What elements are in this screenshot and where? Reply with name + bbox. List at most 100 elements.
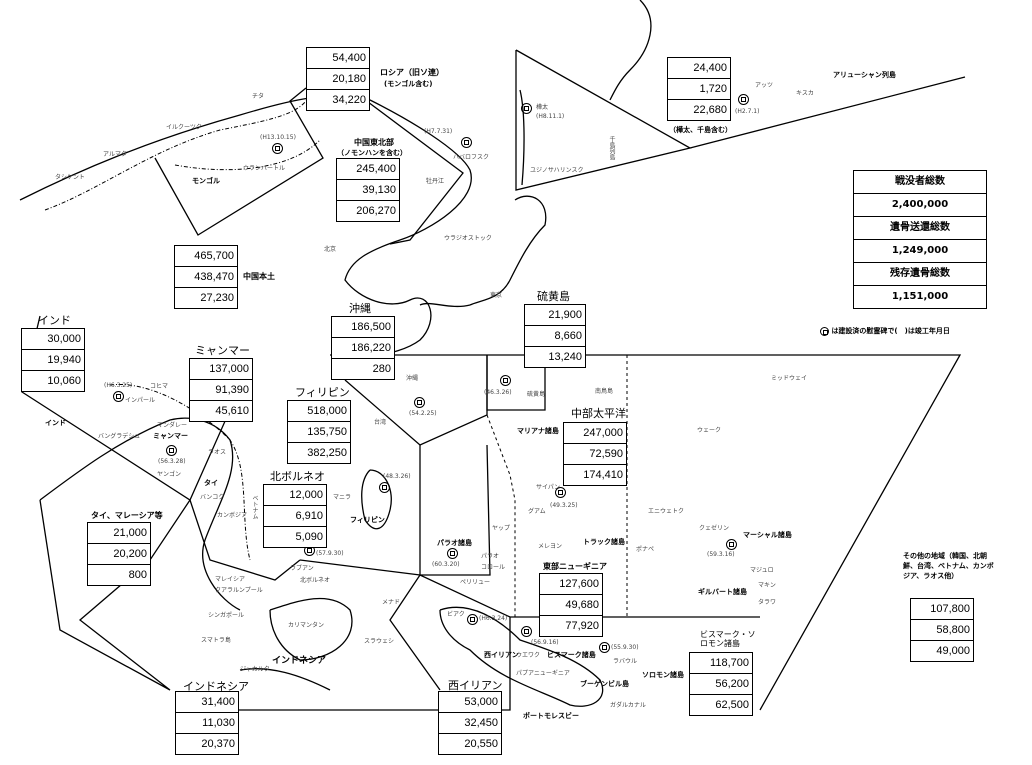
place-label: クェゼリン — [699, 525, 729, 532]
remaining-count: 27,230 — [200, 292, 234, 304]
remaining-count: 49,000 — [936, 645, 970, 657]
coast-asia — [19, 95, 472, 361]
region-title-thai-malaysia: タイ、マレーシア等 — [91, 511, 163, 520]
dead-count: 127,600 — [540, 574, 602, 595]
memorial-icon — [414, 397, 425, 408]
returned-count: 56,200 — [690, 674, 752, 695]
place-label: ブーゲンビル島 — [580, 680, 629, 688]
place-label: サイパン — [536, 484, 561, 491]
memorial-icon — [521, 103, 532, 114]
place-label: インパール — [125, 397, 156, 404]
boundary-sakhalin — [515, 49, 692, 191]
place-label: 北ボルネオ — [300, 577, 331, 584]
place-label: ヤンゴン — [157, 471, 182, 478]
memorial-date: (59.3.16) — [707, 551, 735, 558]
region-title-other: その他の地域（韓国、北朝鮮、台湾、ベトナム、カンボジア、ラオス他） — [903, 552, 994, 580]
legend-text: は建設済の慰霊碑で( )は竣工年月日 — [831, 327, 950, 335]
returned-count: 6,910 — [264, 506, 326, 527]
returned-count: 20,200 — [88, 544, 150, 565]
returned-count: 91,390 — [190, 380, 252, 401]
returned-count: 49,680 — [540, 595, 602, 616]
returned-count: 32,450 — [439, 713, 501, 734]
place-label: ポナペ — [636, 546, 655, 553]
place-label: エニウェトク — [648, 508, 685, 515]
place-label: マーシャル諸島 — [743, 531, 792, 539]
place-label: メレヨン — [538, 543, 563, 550]
remaining-count: 280 — [372, 363, 391, 375]
remaining-value: 1,151,000 — [891, 291, 949, 302]
boundary-iwojima — [486, 355, 546, 411]
place-label: ラブアン — [290, 565, 314, 572]
region-title-ne-china: 中国東北部 — [354, 138, 394, 147]
place-label: パラオ諸島 — [437, 539, 472, 547]
returned-count: 186,220 — [332, 338, 394, 359]
coast-japan — [419, 195, 547, 308]
memorial-icon — [461, 137, 472, 148]
memorial-date: (54.2.25) — [409, 410, 437, 417]
place-label: ラバウル — [613, 658, 637, 665]
place-label: ギルバート諸島 — [698, 588, 747, 596]
place-label: ソロモン諸島 — [642, 671, 684, 679]
place-label: マリアナ諸島 — [517, 427, 559, 435]
place-label: パプアニューギニア — [516, 670, 570, 677]
region-title-indonesia: インドネシア — [183, 680, 249, 693]
memorial-icon — [555, 487, 566, 498]
place-label: コヒマ — [150, 383, 169, 390]
place-label: フィリピン — [350, 516, 385, 524]
border-dashed-mongolia — [174, 139, 321, 171]
memorial-date: (H13.10.15) — [260, 134, 296, 141]
place-label: ウランバートル — [243, 165, 286, 172]
region-note-russia: (モンゴル含む) — [384, 80, 433, 88]
place-label: スマトラ島 — [201, 637, 231, 644]
region-title-n-borneo: 北ボルネオ — [270, 470, 325, 483]
place-label: ウエワク — [516, 652, 541, 659]
place-label: ビスマーク諸島 — [547, 651, 596, 659]
memorial-icon — [738, 94, 749, 105]
place-label: ペリリュー — [460, 579, 491, 586]
place-label: 北京 — [324, 246, 337, 253]
place-label: キスカ — [796, 90, 814, 97]
place-label: バングラデシュ — [98, 433, 141, 440]
place-label: ラオス — [208, 449, 227, 456]
returned-count: 20,180 — [307, 69, 369, 90]
region-title-philippines: フィリピン — [295, 386, 350, 399]
place-label: インドネシア — [272, 656, 327, 666]
place-label: ウラジオストック — [444, 235, 492, 242]
place-label: トラック諸島 — [583, 538, 625, 546]
region-title-china: 中国本土 — [243, 272, 275, 281]
coast-kamchatka — [609, 0, 652, 101]
place-label: モンゴル — [192, 177, 220, 185]
place-label: ヤップ — [492, 525, 511, 532]
dead-count: 53,000 — [439, 692, 501, 713]
returned-count: 72,590 — [564, 444, 626, 465]
remaining-count: 77,920 — [565, 620, 599, 632]
place-label: マキン — [758, 582, 776, 589]
remaining-count: 800 — [128, 569, 147, 581]
place-label: ハバロフスク — [453, 154, 490, 161]
place-label: ジャカルタ — [240, 666, 270, 673]
place-label: 西イリアン — [484, 651, 519, 659]
region-note-sakhalin: （樺太、千島含む） — [669, 126, 732, 134]
remaining-count: 13,240 — [548, 351, 582, 363]
total-dead-label: 戦没者総数 — [854, 171, 986, 194]
remaining-label: 残存遺骨総数 — [854, 263, 986, 286]
dead-count: 54,400 — [307, 48, 369, 69]
memorial-date: (60.3.20) — [432, 561, 460, 568]
memorial-date: (56.3.28) — [158, 458, 186, 465]
dead-count: 465,700 — [175, 246, 237, 267]
memorial-date: (48.3.26) — [383, 473, 411, 480]
total-dead-value: 2,400,000 — [854, 194, 986, 217]
boundary-ne-china — [367, 101, 464, 245]
place-label: 南鳥島 — [595, 388, 614, 395]
coast-newguinea — [439, 606, 604, 707]
